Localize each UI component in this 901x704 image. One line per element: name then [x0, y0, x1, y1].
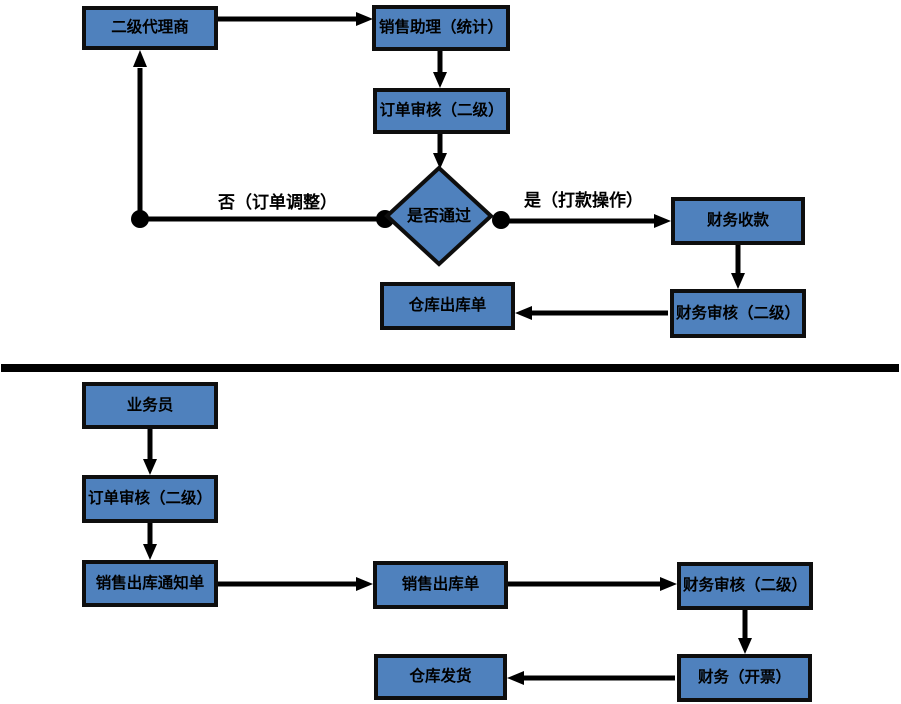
decision-label: 是否通过: [406, 206, 471, 225]
node-secondary-agent: 二级代理商: [82, 6, 218, 50]
node-order-review-bottom: 订单审核（二级）: [82, 475, 218, 523]
node-salesperson: 业务员: [82, 382, 218, 429]
arrowhead-down-icon: [433, 153, 447, 169]
arrowhead-right-icon: [660, 577, 677, 591]
node-sales-assistant: 销售助理（统计）: [372, 5, 510, 51]
arrowhead-down-icon: [433, 72, 447, 88]
arrowhead-right-icon: [654, 214, 671, 228]
node-warehouse-outbound-order: 仓库出库单: [380, 282, 515, 330]
node-sales-outbound-order: 销售出库单: [373, 561, 508, 609]
edge-label-no: 否（订单调整）: [218, 193, 337, 213]
arrowhead-down-icon: [143, 459, 157, 475]
node-warehouse-shipping: 仓库发货: [374, 654, 507, 700]
arrowhead-down-icon: [738, 638, 752, 654]
arrowhead-down-icon: [731, 273, 745, 289]
node-order-review-top: 订单审核（二级）: [373, 88, 510, 134]
node-finance-invoicing: 财务（开票）: [677, 654, 812, 702]
arrowhead-left-icon: [515, 306, 532, 320]
node-finance-collection: 财务收款: [671, 197, 805, 245]
arrowhead-down-icon: [143, 544, 157, 560]
arrowhead-right-icon: [356, 12, 373, 26]
arrowhead-right-icon: [356, 577, 373, 591]
node-finance-review-top: 财务审核（二级）: [670, 289, 806, 338]
arrowhead-left-icon: [507, 671, 524, 685]
junction-dot: [131, 210, 149, 228]
section-divider: [1, 364, 899, 372]
arrowhead-up-icon: [133, 50, 147, 67]
decision-diamond-shape: [384, 165, 494, 267]
node-sales-outbound-notice: 销售出库通知单: [82, 560, 218, 607]
edge-label-yes: 是（打款操作）: [524, 191, 643, 211]
node-finance-review-bottom: 财务审核（二级）: [677, 562, 813, 610]
